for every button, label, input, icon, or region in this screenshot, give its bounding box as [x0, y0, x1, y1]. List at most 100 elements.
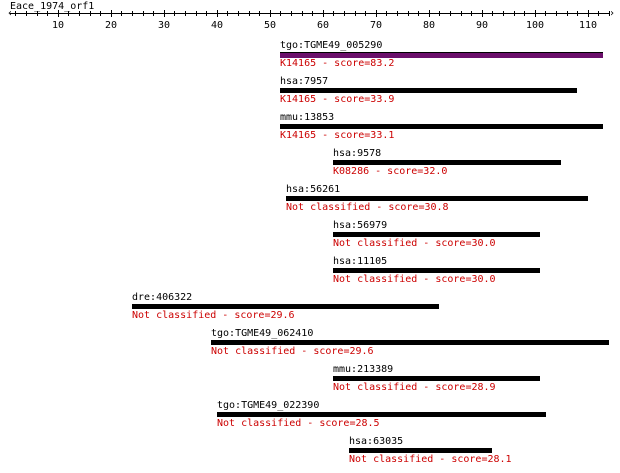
- hit-score-label[interactable]: K14165 - score=33.9: [280, 94, 395, 105]
- hit-name[interactable]: hsa:11105: [333, 256, 388, 267]
- ruler-minor-tick: [333, 11, 334, 16]
- ruler-minor-tick: [450, 11, 451, 16]
- ruler-minor-tick: [291, 11, 292, 16]
- hit-score-label[interactable]: Not classified - score=30.0: [333, 274, 496, 285]
- ruler-tick-label: 20: [104, 20, 118, 31]
- ruler-minor-tick: [280, 11, 281, 16]
- hit-alignment-bar[interactable]: [349, 448, 492, 453]
- hit-name[interactable]: mmu:213389: [333, 364, 394, 375]
- hit-name[interactable]: hsa:9578: [333, 148, 382, 159]
- ruler-major-tick: [270, 10, 271, 17]
- hit-score-label[interactable]: Not classified - score=28.5: [217, 418, 380, 429]
- ruler-tick-label: 10: [51, 20, 65, 31]
- ruler-minor-tick: [439, 11, 440, 16]
- ruler-minor-tick: [37, 11, 38, 16]
- ruler-minor-tick: [47, 11, 48, 16]
- ruler-tick-label: 40: [210, 20, 224, 31]
- hit-alignment-bar[interactable]: [280, 88, 577, 93]
- hit-alignment-bar[interactable]: [217, 412, 546, 417]
- ruler-minor-tick: [598, 11, 599, 16]
- axis-right-arrow-icon: ›: [609, 8, 616, 19]
- ruler-minor-tick: [386, 11, 387, 16]
- hit-alignment-bar[interactable]: [333, 268, 540, 273]
- ruler-tick-label: 90: [475, 20, 489, 31]
- hit-alignment-bar[interactable]: [333, 160, 561, 165]
- ruler-major-tick: [217, 10, 218, 17]
- ruler-tick-label: 60: [316, 20, 330, 31]
- ruler-major-tick: [482, 10, 483, 17]
- ruler-minor-tick: [503, 11, 504, 16]
- ruler-minor-tick: [79, 11, 80, 16]
- hit-score-label[interactable]: K14165 - score=33.1: [280, 130, 395, 141]
- ruler-minor-tick: [259, 11, 260, 16]
- ruler-major-tick: [164, 10, 165, 17]
- hit-alignment-bar[interactable]: [280, 124, 603, 129]
- ruler-minor-tick: [206, 11, 207, 16]
- ruler-minor-tick: [302, 11, 303, 16]
- ruler-minor-tick: [492, 11, 493, 16]
- ruler-axis-line: [10, 13, 609, 14]
- hit-name[interactable]: tgo:TGME49_005290: [280, 40, 383, 51]
- ruler-tick-label: 110: [578, 20, 598, 31]
- ruler-minor-tick: [15, 11, 16, 16]
- hit-score-label[interactable]: Not classified - score=30.0: [333, 238, 496, 249]
- hit-alignment-bar[interactable]: [280, 52, 603, 58]
- ruler-minor-tick: [365, 11, 366, 16]
- ruler-major-tick: [588, 10, 589, 17]
- hit-name[interactable]: hsa:7957: [280, 76, 329, 87]
- hit-alignment-bar[interactable]: [286, 196, 588, 201]
- ruler-minor-tick: [397, 11, 398, 16]
- ruler-tick-label: 80: [422, 20, 436, 31]
- ruler-minor-tick: [355, 11, 356, 16]
- ruler-minor-tick: [344, 11, 345, 16]
- ruler-major-tick: [323, 10, 324, 17]
- ruler-minor-tick: [121, 11, 122, 16]
- ruler-minor-tick: [143, 11, 144, 16]
- ruler-minor-tick: [609, 11, 610, 16]
- hit-score-label[interactable]: Not classified - score=28.9: [333, 382, 496, 393]
- hit-name[interactable]: tgo:TGME49_022390: [217, 400, 320, 411]
- hit-score-label[interactable]: Not classified - score=29.6: [132, 310, 295, 321]
- hit-score-label[interactable]: Not classified - score=29.6: [211, 346, 374, 357]
- ruler-minor-tick: [524, 11, 525, 16]
- ruler-minor-tick: [174, 11, 175, 16]
- hit-score-label[interactable]: Not classified - score=28.1: [349, 454, 512, 465]
- axis-left-arrow-icon: ‹: [7, 8, 14, 19]
- ruler-minor-tick: [185, 11, 186, 16]
- hit-score-label[interactable]: K08286 - score=32.0: [333, 166, 448, 177]
- ruler-major-tick: [535, 10, 536, 17]
- ruler-minor-tick: [408, 11, 409, 16]
- ruler-minor-tick: [68, 11, 69, 16]
- ruler-minor-tick: [100, 11, 101, 16]
- hit-name[interactable]: hsa:56261: [286, 184, 341, 195]
- hit-alignment-bar[interactable]: [211, 340, 609, 345]
- ruler-minor-tick: [567, 11, 568, 16]
- ruler-minor-tick: [196, 11, 197, 16]
- ruler-tick-label: 70: [369, 20, 383, 31]
- hit-name[interactable]: hsa:56979: [333, 220, 388, 231]
- ruler-minor-tick: [132, 11, 133, 16]
- hit-score-label[interactable]: Not classified - score=30.8: [286, 202, 449, 213]
- hit-alignment-bar[interactable]: [333, 376, 540, 381]
- hit-name[interactable]: hsa:63035: [349, 436, 404, 447]
- ruler-minor-tick: [545, 11, 546, 16]
- hit-score-label[interactable]: K14165 - score=83.2: [280, 58, 395, 69]
- ruler-minor-tick: [249, 11, 250, 16]
- ruler-minor-tick: [514, 11, 515, 16]
- ruler-tick-label: 100: [525, 20, 545, 31]
- ruler-minor-tick: [312, 11, 313, 16]
- hit-name[interactable]: mmu:13853: [280, 112, 335, 123]
- hit-name[interactable]: dre:406322: [132, 292, 193, 303]
- ruler-major-tick: [429, 10, 430, 17]
- hit-name[interactable]: tgo:TGME49_062410: [211, 328, 314, 339]
- hit-alignment-bar[interactable]: [132, 304, 439, 309]
- sequence-title: Eace_1974_orf1: [10, 1, 95, 12]
- ruler-major-tick: [376, 10, 377, 17]
- ruler-tick-label: 50: [263, 20, 277, 31]
- ruler-minor-tick: [556, 11, 557, 16]
- ruler-minor-tick: [418, 11, 419, 16]
- ruler-minor-tick: [90, 11, 91, 16]
- hit-alignment-bar[interactable]: [333, 232, 540, 237]
- ruler-major-tick: [111, 10, 112, 17]
